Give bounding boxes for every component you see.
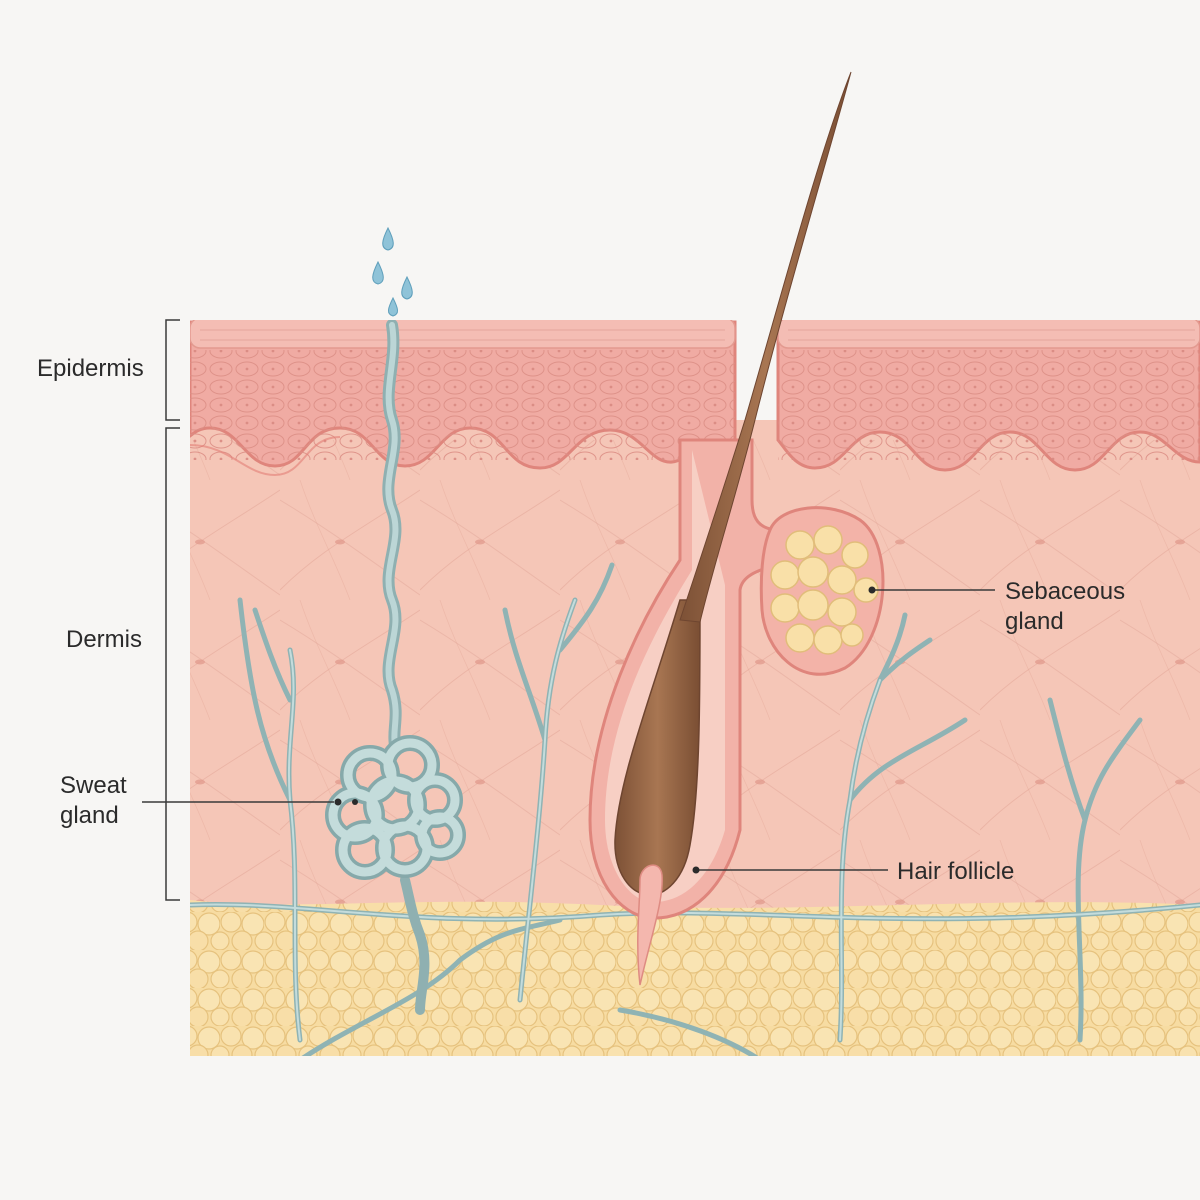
sebaceous-gland-label-line2: gland [1005, 608, 1064, 635]
sebaceous-gland-label: Sebaceous gland [1005, 577, 1125, 637]
epidermis-bracket [165, 319, 180, 421]
hair-shaft [679, 71, 852, 623]
dermis-bracket [165, 427, 180, 901]
sweat-gland-label: Sweat gland [60, 771, 127, 831]
sweat-gland-coil [325, 735, 466, 880]
leader-lines [142, 589, 995, 871]
dermis-label: Dermis [66, 626, 142, 653]
epidermis-label: Epidermis [37, 355, 144, 382]
hair-follicle-label: Hair follicle [897, 858, 1015, 885]
sebaceous-gland-label-line1: Sebaceous [1005, 578, 1126, 605]
layer-brackets [165, 319, 180, 901]
dermal-papilla [637, 864, 663, 986]
sweat-gland-label-line2: gland [60, 802, 119, 829]
sweat-droplets [372, 226, 413, 317]
sweat-duct [382, 320, 430, 1015]
sebaceous-gland [759, 506, 885, 676]
sweat-gland-label-line1: Sweat [60, 772, 127, 799]
